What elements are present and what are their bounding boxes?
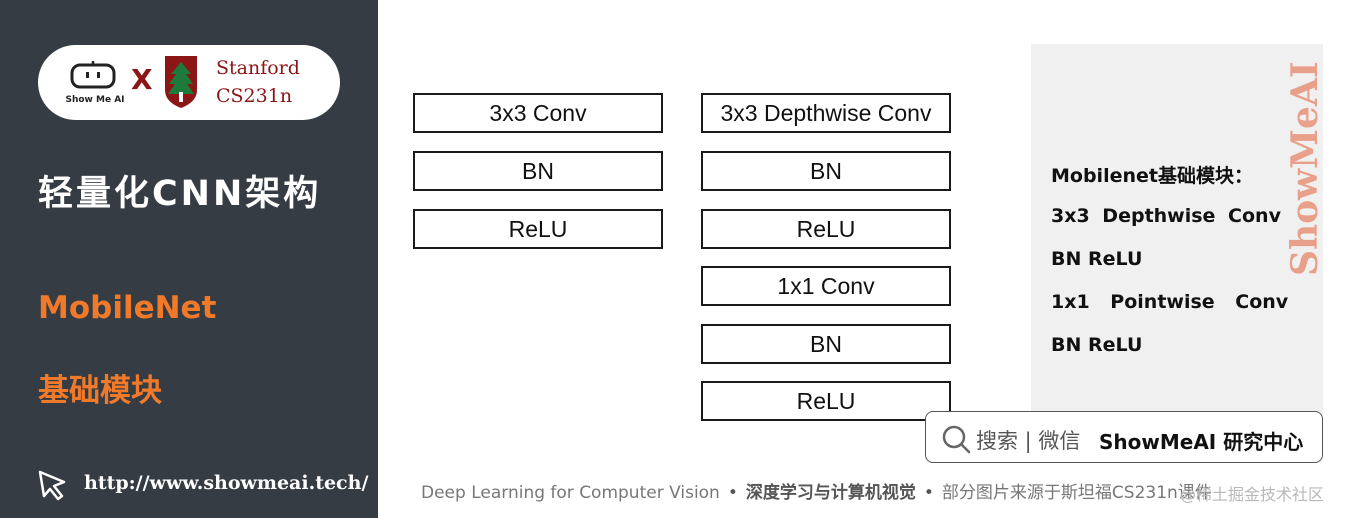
watermark: ShowMeAI (1287, 44, 1323, 276)
platform-watermark: @稀土掘金技术社区 (1180, 485, 1325, 504)
note-panel: ShowMeAI Mobilenet基础模块： 3x3 Depthwise Co… (1031, 44, 1323, 440)
footer-separator: • (923, 483, 934, 503)
section-subtitle: 基础模块 (38, 373, 162, 409)
wechat-search-box[interactable]: 搜索 | 微信 ShowMeAI 研究中心 (925, 411, 1323, 463)
search-label: 搜索 | 微信 (976, 429, 1081, 453)
showmeai-robot-icon (70, 61, 116, 89)
depthwise-conv-layer: 3x3 Depthwise Conv (701, 93, 951, 133)
depthwise-relu-layer: ReLU (701, 209, 951, 249)
topic-title: 轻量化CNN架构 (38, 174, 322, 214)
showmeai-caption: Show Me AI (65, 95, 125, 105)
pointwise-conv-layer: 1x1 Conv (701, 266, 951, 306)
search-icon (942, 425, 971, 454)
stanford-name: Stanford (216, 57, 300, 79)
website-link[interactable]: http://www.showmeai.tech/ (84, 472, 369, 494)
note-line: BN ReLU (1051, 334, 1143, 356)
note-line: BN ReLU (1051, 248, 1143, 270)
sidebar: Show Me AI X Stanford CS231n 轻量化CNN架构 Mo… (0, 0, 378, 518)
search-brand: ShowMeAI 研究中心 (1099, 430, 1304, 454)
stanford-shield-icon (165, 56, 197, 108)
course-code: CS231n (216, 85, 293, 107)
watermark-text: ShowMeAI (1287, 61, 1323, 276)
footer-source-note: 部分图片来源于斯坦福CS231n课件 (941, 483, 1212, 503)
pointwise-relu-layer: ReLU (701, 381, 951, 421)
note-line: 3x3 Depthwise Conv (1051, 205, 1281, 227)
cursor-click-icon (38, 470, 66, 501)
note-title: Mobilenet基础模块： (1051, 165, 1253, 187)
collab-x-mark: X (131, 63, 153, 96)
logo-card: Show Me AI X Stanford CS231n (38, 45, 340, 120)
note-line: 1x1 Pointwise Conv (1051, 291, 1289, 313)
standard-relu-layer: ReLU (413, 209, 663, 249)
standard-bn-layer: BN (413, 151, 663, 191)
footer-course-cn: 深度学习与计算机视觉 (745, 483, 916, 503)
footer: Deep Learning for Computer Vision • 深度学习与计… (421, 478, 1212, 503)
footer-course-en: Deep Learning for Computer Vision (421, 483, 720, 503)
depthwise-bn-layer: BN (701, 151, 951, 191)
pointwise-bn-layer: BN (701, 324, 951, 364)
footer-separator: • (727, 483, 738, 503)
standard-conv-layer: 3x3 Conv (413, 93, 663, 133)
section-title: MobileNet (38, 290, 217, 326)
